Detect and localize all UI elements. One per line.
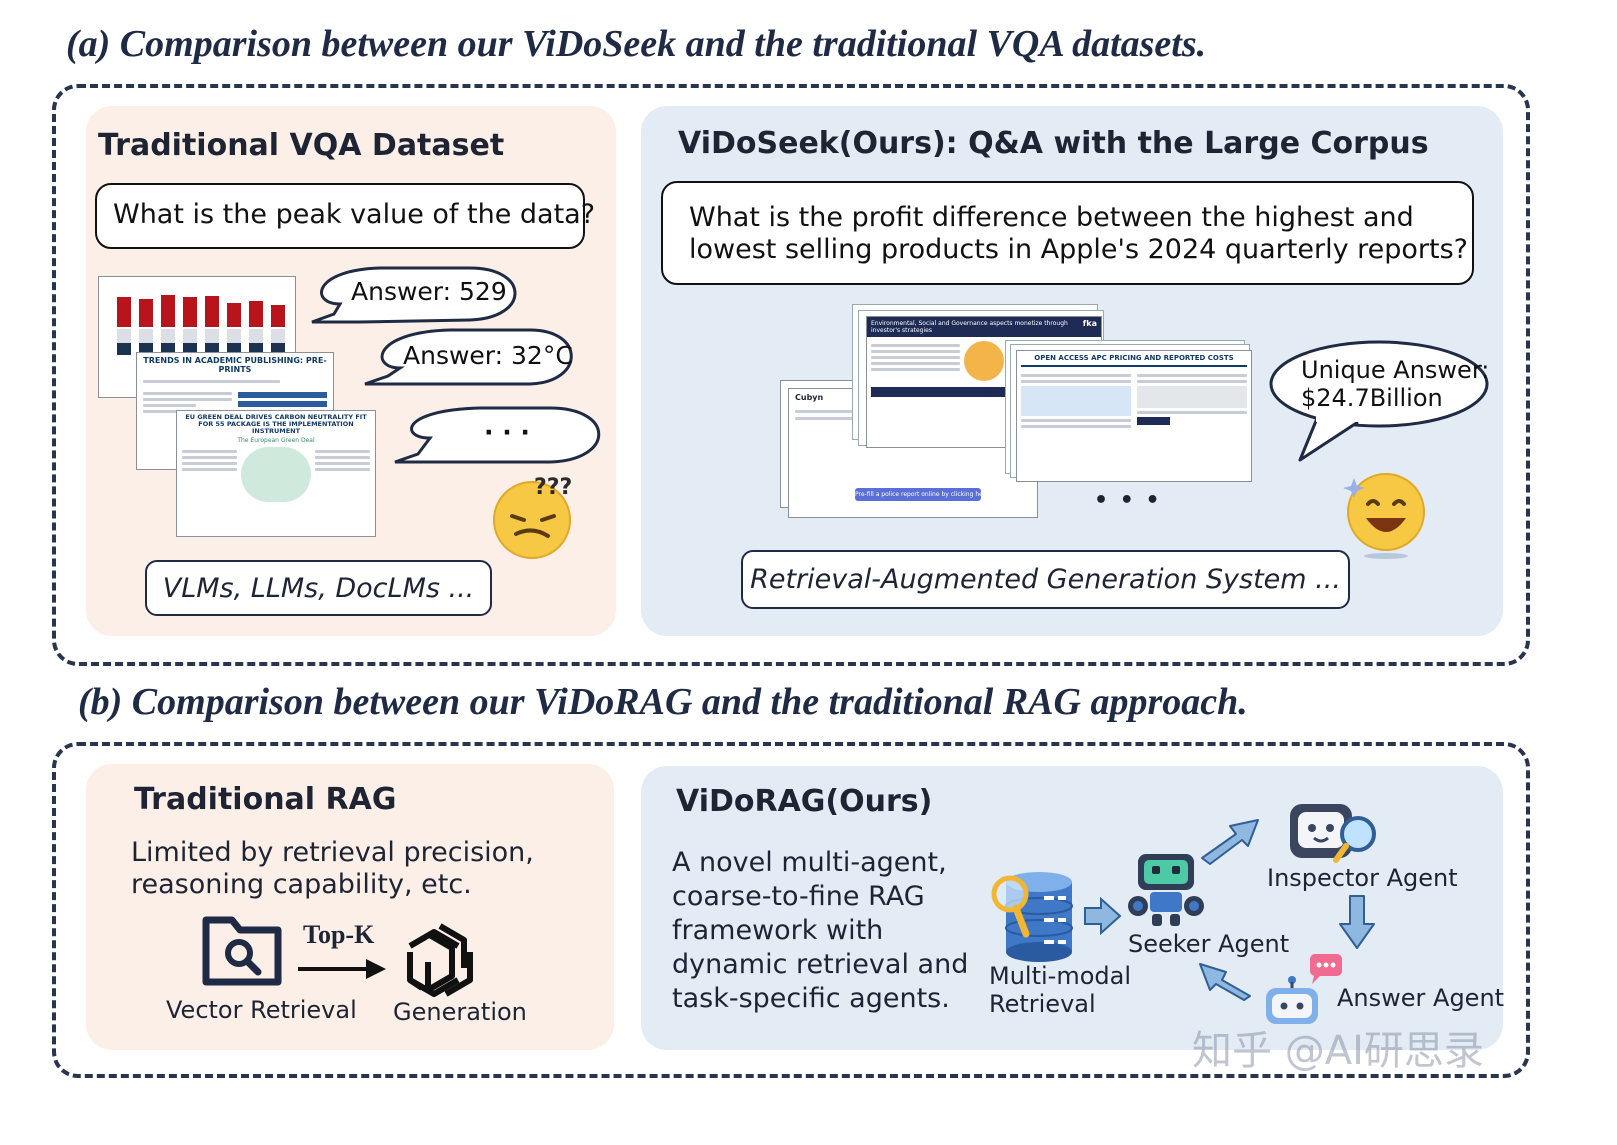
vidoseek-question-box: What is the profit difference between th… [661,181,1474,285]
mini-bar-red [227,303,241,327]
watermark: 知乎 @AI研思录 [1192,1028,1484,1074]
inspector-agent-label: Inspector Agent [1267,864,1458,892]
traditional-rag-desc-line1: Limited by retrieval precision, [131,837,534,868]
green-deal-doc: EU GREEN DEAL DRIVES CARBON NEUTRALITY F… [176,410,376,537]
mini-bar-red [117,297,131,327]
vidoseek-question-line1: What is the profit difference between th… [689,202,1414,233]
openai-logo-icon [407,923,473,997]
robot-answer-icon [1266,954,1342,1024]
bar-chart-thumbnail [117,295,285,355]
bubble-32c [364,328,573,386]
vidoseek-question-line2: lowest selling products in Apple's 2024 … [689,234,1469,265]
apc-doc: OPEN ACCESS APC PRICING AND REPORTED COS… [1016,350,1252,482]
seeker-agent-label: Seeker Agent [1128,930,1290,958]
vidorag-desc-line2: coarse-to-fine RAG [672,881,925,912]
traditional-rag-title: Traditional RAG [134,782,397,817]
topk-label: Top-K [303,920,375,949]
mini-bar-red [249,301,263,327]
section-b-title: (b) Comparison between our ViDoRAG and t… [78,681,1248,723]
section-a-title: (a) Comparison between our ViDoSeek and … [66,23,1207,65]
mini-bar-grey [249,329,263,343]
docs-ellipsis: • • • [1094,488,1162,513]
database-magnifier-icon [991,872,1073,962]
answer-agent-label: Answer Agent [1337,984,1505,1012]
arrow-icon [1084,896,1122,936]
esg-doc: Environmental, Social and Governance asp… [866,316,1102,448]
robot-inspector-icon [1290,804,1376,863]
apc-doc-title: OPEN ACCESS APC PRICING AND REPORTED COS… [1021,351,1247,367]
mini-bar-red [183,297,197,327]
mini-bar-red [139,299,153,327]
green-deal-doc-title: EU GREEN DEAL DRIVES CARBON NEUTRALITY F… [185,413,367,435]
happy-emoji-icon [1343,473,1425,559]
mini-bar-red [271,305,285,327]
vidorag-desc-line5: task-specific agents. [672,983,950,1014]
svg-text:???: ??? [534,475,572,500]
vidorag-desc-line1: A novel multi-agent, [672,847,947,878]
mini-bar-grey [205,329,219,343]
rag-system-pill: Retrieval-Augmented Generation System ..… [741,550,1350,609]
bubble-529 [311,266,517,324]
vlms-llms-doclms-pill: VLMs, LLMs, DocLMs ... [145,560,492,616]
cubyn-label: Cubyn [795,393,824,402]
unique-answer-line2: $24.7Billion [1301,384,1443,412]
answer-529: Answer: 529 [351,277,507,306]
robot-seeker-icon [1128,854,1204,926]
topk-arrow-icon [298,959,386,979]
police-report-button: Pre-fill a police report online by click… [855,488,981,501]
vidorag-desc-line4: dynamic retrieval and [672,949,969,980]
mini-bar-grey [227,329,241,343]
mini-bar-red [161,295,175,327]
esg-doc-title: Environmental, Social and Governance asp… [871,320,1068,334]
mini-bar-grey [117,329,131,343]
traditional-rag-panel [86,764,614,1050]
folder-search-icon [202,916,282,986]
esg-doc-header: Environmental, Social and Governance asp… [867,317,1101,337]
vidoseek-title: ViDoSeek(Ours): Q&A with the Large Corpu… [678,126,1429,161]
vidorag-desc-line3: framework with [672,915,884,946]
preprints-doc-title: TRENDS IN ACADEMIC PUBLISHING: PRE-PRINT… [143,356,327,374]
section-b-frame [52,742,1530,1078]
vqa-question-box: What is the peak value of the data? [95,183,595,249]
mini-bar-grey [139,329,153,343]
bubble-ellipsis [394,406,601,464]
unique-answer-line1: Unique Answer: [1301,356,1490,384]
mini-bar-grey [161,329,175,343]
unique-answer-bubble [1269,340,1489,462]
arrow-icon [1339,895,1375,949]
mini-bar-navy [117,343,131,355]
arrow-icon [1201,819,1259,865]
mini-bar-grey [271,329,285,343]
mini-bar-red [205,296,219,327]
traditional-vqa-title: Traditional VQA Dataset [98,128,505,163]
vqa-bubbles [311,266,601,464]
multimodal-line2: Retrieval [989,990,1096,1018]
multimodal-line1: Multi-modal [989,962,1131,990]
mini-bar-grey [183,329,197,343]
section-a-frame [52,84,1530,666]
traditional-rag-desc-line2: reasoning capability, etc. [131,869,472,900]
arrow-icon [1199,963,1251,1001]
answer-ellipsis: · · · [484,418,530,447]
confused-emoji-icon: ??? [493,475,572,559]
generation-label: Generation [393,998,527,1026]
vector-retrieval-label: Vector Retrieval [166,996,357,1024]
answer-32c: Answer: 32°C [403,341,573,370]
fka-logo: fka [1082,319,1097,328]
vidorag-desc: A novel multi-agent, coarse-to-fine RAG … [672,846,968,1016]
vidorag-title: ViDoRAG(Ours) [676,784,933,819]
green-deal-subtitle: The European Green Deal [237,437,315,444]
